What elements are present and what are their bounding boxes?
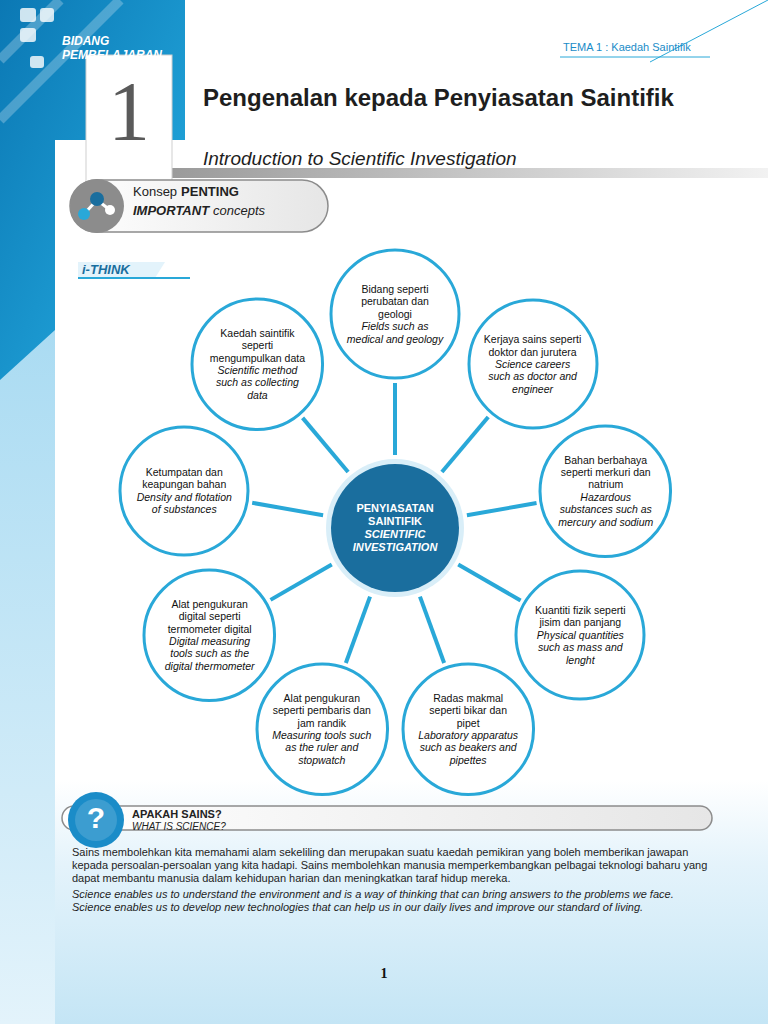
malay-text: Kuantiti fizik seperti jisim dan panjang (530, 604, 630, 629)
circle-text: PENYIASATAN SAINTIFIKSCIENTIFIC INVESTIG… (339, 502, 451, 554)
topic-circle: Kerjaya sains seperti doktor dan juruter… (467, 298, 599, 430)
malay-text: Kaedah saintifik seperti mengumpulkan da… (207, 327, 307, 364)
malay-text: Radas makmal seperti bikar dan pipet (418, 692, 518, 729)
banner-word: Konsep (133, 184, 177, 200)
banner-row: IMPORTANTconcepts (133, 203, 265, 219)
banner-row: KonsepPENTING (133, 184, 239, 200)
topic-circle: Kuantiti fizik seperti jisim dan panjang… (514, 569, 646, 701)
circle-shape (469, 300, 597, 428)
circle-shape (516, 571, 644, 699)
english-text: Scientific method such as collecting dat… (207, 364, 307, 401)
theme-header: TEMA 1 : Kaedah Saintifik (563, 41, 753, 54)
circle-shape (331, 250, 459, 378)
spoke-line (458, 565, 520, 601)
circle-shape (331, 464, 459, 592)
spoke-line (442, 417, 488, 472)
circle-text: Alat pengukuran seperti pembaris dan jam… (272, 692, 372, 766)
spoke-line (393, 383, 397, 455)
english-text: Physical quantities such as mass and len… (530, 629, 630, 666)
section-heading: APAKAH SAINS? (132, 808, 332, 821)
circle-shape (192, 299, 323, 430)
english-text: SCIENTIFIC INVESTIGATION (339, 528, 451, 554)
circle-text: Bahan berbahaya seperti merkuri dan natr… (556, 454, 656, 528)
malay-text: PENYIASATAN SAINTIFIK (339, 502, 451, 528)
circle-text: Kaedah saintifik seperti mengumpulkan da… (207, 327, 307, 401)
topic-circle: Ketumpatan dan keapungan bahanDensity an… (118, 425, 250, 557)
english-text: Fields such as medical and geology (345, 320, 445, 345)
spoke-line (271, 564, 332, 599)
topic-circle: Alat pengukuran digital seperti termomet… (142, 568, 277, 703)
spoke-line (467, 503, 537, 515)
page-title: Pengenalan kepada Penyiasatan Saintifik (203, 84, 723, 113)
body-paragraph: Sains membolehkan kita memahami alam sek… (72, 846, 712, 886)
chapter-number: 1 (86, 62, 172, 163)
banner-word: PENTING (181, 184, 239, 200)
question-icon: ? (76, 800, 116, 836)
topic-circle: Bahan berbahaya seperti merkuri dan natr… (538, 424, 673, 559)
spoke-line (420, 597, 444, 663)
malay-text: Kerjaya sains seperti doktor dan juruter… (483, 333, 583, 358)
topic-circle: Kaedah saintifik seperti mengumpulkan da… (190, 297, 325, 432)
circle-shape (257, 664, 388, 795)
body-paragraph: Science enables us to understand the env… (72, 888, 712, 914)
topic-circle: Bidang seperti perubatan dan geologiFiel… (329, 248, 461, 380)
circle-shape (403, 664, 534, 795)
english-text: Measuring tools such as the ruler and st… (272, 729, 372, 766)
malay-text: Bidang seperti perubatan dan geologi (345, 283, 445, 320)
page-number: 1 (364, 966, 404, 983)
circle-text: Kerjaya sains seperti doktor dan juruter… (483, 333, 583, 395)
banner-word: IMPORTANT (133, 203, 209, 219)
english-text: Hazardous substances such as mercury and… (556, 491, 656, 528)
section-tag: BIDANG PEMBELAJARAN (62, 34, 162, 63)
english-text: Science careers such as doctor and engin… (483, 358, 583, 395)
english-text: Digital measuring tools such as the digi… (160, 635, 260, 672)
circle-text: Bidang seperti perubatan dan geologiFiel… (345, 283, 445, 345)
malay-text: Ketumpatan dan keapungan bahan (134, 466, 234, 491)
malay-text: Alat pengukuran seperti pembaris dan jam… (272, 692, 372, 729)
subtitle: Introduction to Scientific Investigation (203, 148, 723, 171)
topic-circle: Radas makmal seperti bikar dan pipetLabo… (401, 662, 536, 797)
center-circle: PENYIASATAN SAINTIFIKSCIENTIFIC INVESTIG… (325, 458, 465, 598)
spoke-line (252, 503, 323, 516)
spoke-line (303, 418, 348, 472)
malay-text: Bahan berbahaya seperti merkuri dan natr… (556, 454, 656, 491)
circle-text: Alat pengukuran digital seperti termomet… (160, 598, 260, 672)
tool-tag: i-THINK (82, 262, 182, 278)
spoke-line (346, 597, 370, 663)
circle-shape (120, 427, 248, 555)
circle-text: Kuantiti fizik seperti jisim dan panjang… (530, 604, 630, 666)
circle-text: Radas makmal seperti bikar dan pipetLabo… (418, 692, 518, 766)
circle-shape (540, 426, 671, 557)
banner-word: concepts (213, 203, 265, 219)
malay-text: Alat pengukuran digital seperti termomet… (160, 598, 260, 635)
english-text: Density and flotation of substances (134, 491, 234, 516)
topic-circle: Alat pengukuran seperti pembaris dan jam… (255, 662, 390, 797)
circle-text: Ketumpatan dan keapungan bahanDensity an… (134, 466, 234, 516)
section-heading: WHAT IS SCIENCE? (132, 821, 332, 833)
circle-shape (326, 459, 464, 597)
english-text: Laboratory apparatus such as beakers and… (418, 729, 518, 766)
circle-shape (144, 570, 275, 701)
